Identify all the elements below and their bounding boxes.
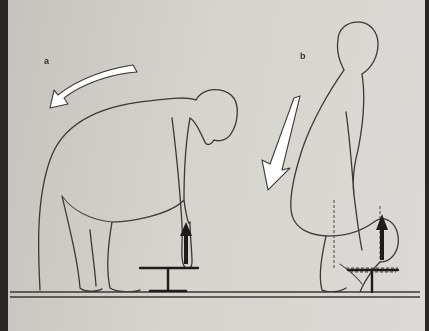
curved-arrow-icon bbox=[50, 65, 137, 108]
reference-lines bbox=[334, 200, 398, 272]
up-arrow-icon bbox=[376, 214, 388, 260]
floor-lines bbox=[10, 292, 420, 297]
stool-b bbox=[348, 270, 398, 292]
stool-a bbox=[140, 268, 198, 291]
panel-a-bent-figure bbox=[39, 90, 238, 292]
panel-a-label: a bbox=[44, 56, 50, 66]
panel-b-label: b bbox=[300, 51, 306, 61]
